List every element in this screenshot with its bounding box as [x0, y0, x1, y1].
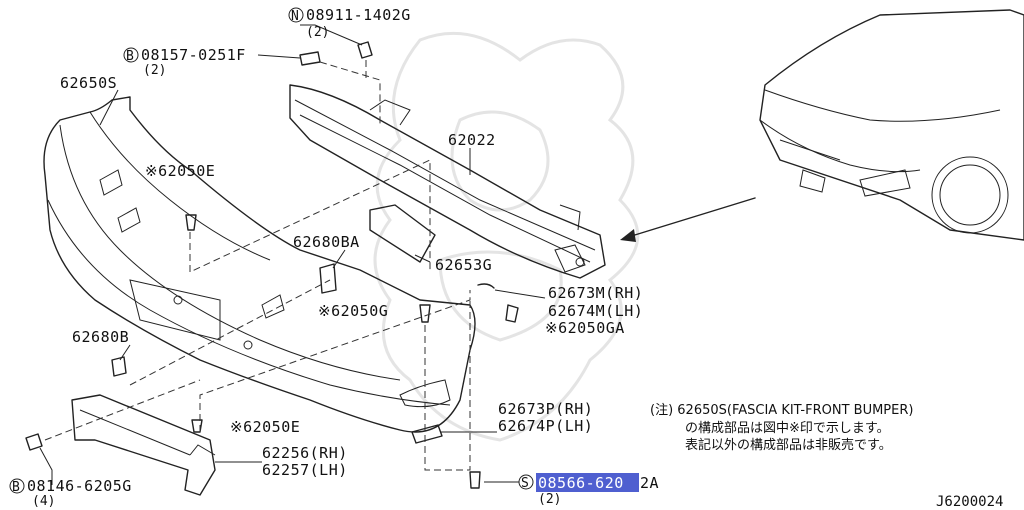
label-cover-m-lh: 62674M(LH): [548, 302, 643, 320]
label-clip-e-upper: ※62050E: [145, 162, 215, 180]
label-clip-ga: ※62050GA: [545, 319, 625, 337]
search-highlight: [536, 473, 639, 492]
watermark-emblem: [373, 31, 640, 442]
assembly-lines: [44, 60, 471, 471]
prefix-s: S: [521, 476, 529, 491]
bracket-ba: [319, 263, 337, 294]
note-line-2: の構成部品は図中※印で示します。: [685, 421, 890, 436]
note-line-1: (注) 62650S(FASCIA KIT-FRONT BUMPER): [650, 403, 913, 418]
label-bracket-b: 62680B: [72, 328, 129, 346]
cover-m: [477, 283, 495, 289]
prefix-n: N: [291, 9, 299, 24]
label-stay-lh: 62257(LH): [262, 461, 348, 479]
leader-lines: [39, 24, 546, 485]
callout-nut-top: N 08911-1402G (2): [288, 6, 411, 40]
callout-bolt-top: B 08157-0251F (2): [123, 46, 246, 78]
qty-screw-bottom: (2): [538, 492, 561, 507]
bumper-reinforcement: [289, 84, 606, 279]
label-absorber: 62653G: [435, 256, 492, 274]
diagram-code: J6200024: [936, 494, 1003, 510]
note-line-3: 表記以外の構成部品は非販売です。: [685, 437, 892, 453]
code-bolt-bottom: 08146-6205G: [27, 477, 132, 495]
qty-bolt-top: (2): [143, 63, 166, 78]
qty-bolt-bottom: (4): [32, 494, 55, 509]
label-cover-p-rh: 62673P(RH): [498, 400, 593, 418]
locator-arrow: [620, 197, 756, 242]
code-nut-top: 08911-1402G: [306, 6, 411, 24]
callout-bolt-bottom: B 08146-6205G (4): [9, 477, 132, 509]
code-bolt-top: 08157-0251F: [141, 46, 246, 64]
qty-nut-top: (2): [306, 25, 329, 40]
label-cover-m-rh: 62673M(RH): [548, 284, 643, 302]
code-screw-highlighted: 08566-620: [538, 474, 624, 492]
energy-absorber: [369, 204, 436, 263]
label-reinforcement: 62022: [448, 131, 496, 149]
label-bracket-ba: 62680BA: [293, 233, 360, 251]
cover-p: [411, 424, 443, 444]
label-clip-g: ※62050G: [318, 302, 388, 320]
bumper-fascia: [43, 96, 476, 433]
prefix-b: B: [126, 49, 134, 64]
car-locator-icon: [759, 9, 1024, 241]
label-cover-p-lh: 62674P(LH): [498, 417, 593, 435]
fastener-icons: [25, 41, 519, 489]
lower-stay: [71, 394, 216, 496]
bracket-b: [111, 356, 127, 377]
label-fascia-kit: 62650S: [60, 74, 117, 92]
prefix-b-bottom: B: [12, 480, 20, 495]
label-clip-e-lower: ※62050E: [230, 418, 300, 436]
code-screw-rest: 2A: [640, 474, 659, 492]
callout-screw-bottom: S 08566-620 2A (2): [484, 473, 659, 507]
label-stay-rh: 62256(RH): [262, 444, 348, 462]
